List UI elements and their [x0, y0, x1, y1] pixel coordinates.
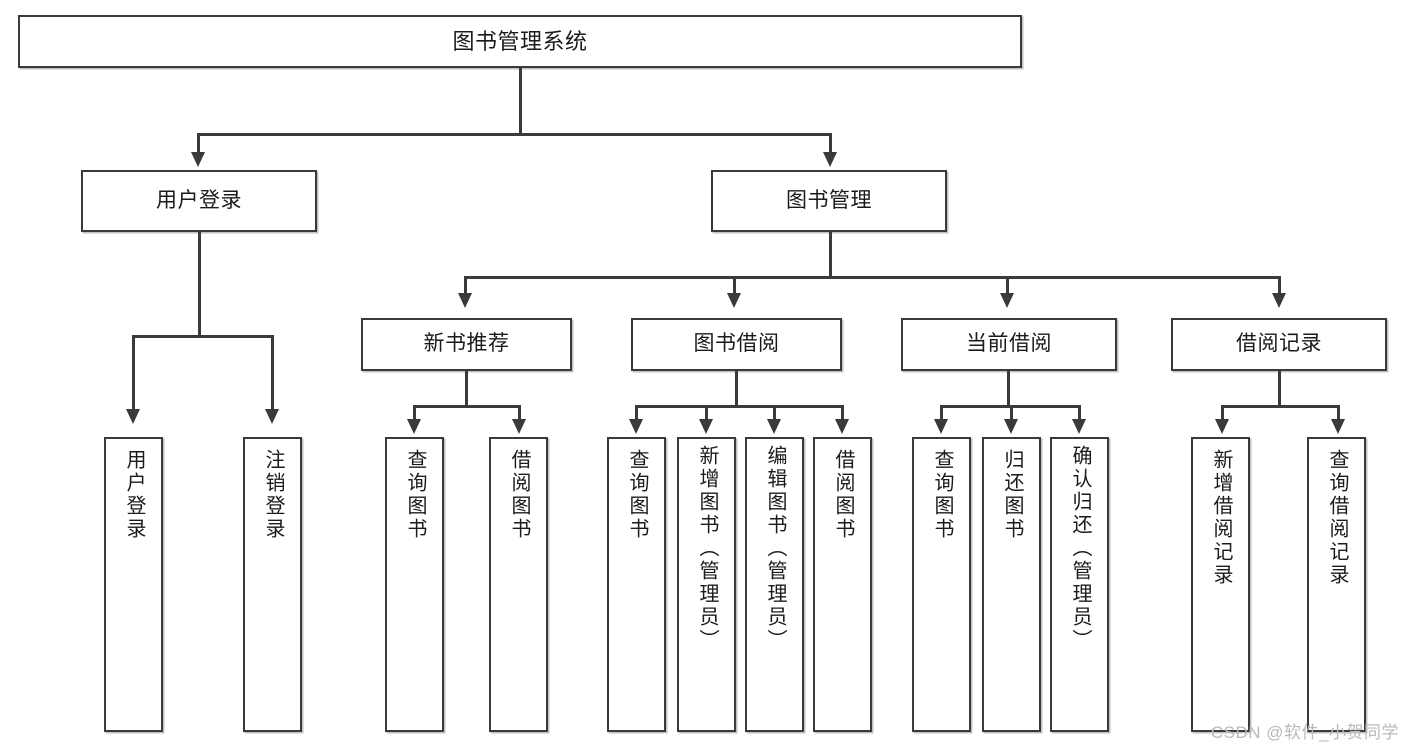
leaf-return-book[interactable]: 归还图书 [982, 437, 1041, 732]
leaf-query-borrow-record[interactable]: 查询借阅记录 [1307, 437, 1366, 732]
leaf-label: 查询图书 [404, 449, 426, 541]
node-label: 图书管理系统 [452, 28, 588, 54]
leaf-add-book-admin[interactable]: 新增图书（管理员） [677, 437, 736, 732]
leaf-logout[interactable]: 注销登录 [243, 437, 302, 732]
node-label: 图书借阅 [693, 332, 780, 356]
arrowhead-root-to-user-login [191, 152, 205, 167]
connector-new-book-stem [465, 371, 468, 407]
arrowhead-cb-to-leaf-2 [1004, 419, 1018, 434]
arrowhead-bb-to-leaf-3 [767, 419, 781, 434]
leaf-user-login[interactable]: 用户登录 [104, 437, 163, 732]
connector-bm-to-new-book [464, 276, 467, 295]
connector-new-book-bus [413, 405, 518, 408]
leaf-label: 查询图书 [626, 449, 648, 541]
connector-user-login-to-leaf-1 [132, 335, 135, 411]
connector-bb-to-leaf-2 [705, 405, 708, 421]
node-label: 图书管理 [786, 188, 872, 212]
connector-bm-to-book-borrow [733, 276, 736, 295]
leaf-label: 确认归还（管理员） [1069, 445, 1091, 652]
connector-bm-to-current-borrow [1006, 276, 1009, 295]
leaf-label: 查询图书 [931, 449, 953, 541]
connector-bb-to-leaf-4 [841, 405, 844, 421]
connector-current-borrow-stem [1007, 371, 1010, 407]
node-new-book-recommend[interactable]: 新书推荐 [361, 318, 572, 371]
arrowhead-user-login-to-leaf-2 [265, 409, 279, 424]
connector-cb-to-leaf-1 [940, 405, 943, 421]
leaf-label: 借阅图书 [832, 449, 854, 541]
connector-br-to-leaf-1 [1221, 405, 1224, 421]
leaf-borrow-book-recommend[interactable]: 借阅图书 [489, 437, 548, 732]
connector-cb-to-leaf-2 [1010, 405, 1013, 421]
connector-br-to-leaf-2 [1337, 405, 1340, 421]
connector-nb-to-leaf-2 [518, 405, 521, 421]
node-label: 用户登录 [156, 188, 242, 212]
node-borrow-record[interactable]: 借阅记录 [1171, 318, 1387, 371]
connector-bm-to-borrow-record [1278, 276, 1281, 295]
arrowhead-bb-to-leaf-4 [835, 419, 849, 434]
connector-root-to-book-management [829, 133, 832, 155]
arrowhead-nb-to-leaf-2 [512, 419, 526, 434]
node-label: 新书推荐 [423, 332, 510, 356]
arrowhead-cb-to-leaf-1 [934, 419, 948, 434]
arrowhead-root-to-book-management [823, 152, 837, 167]
leaf-confirm-return-admin[interactable]: 确认归还（管理员） [1050, 437, 1109, 732]
arrowhead-cb-to-leaf-3 [1072, 419, 1086, 434]
leaf-edit-book-admin[interactable]: 编辑图书（管理员） [745, 437, 804, 732]
leaf-label: 新增图书（管理员） [696, 445, 718, 652]
leaf-query-book-current[interactable]: 查询图书 [912, 437, 971, 732]
leaf-label: 查询借阅记录 [1326, 449, 1348, 587]
leaf-label: 注销登录 [262, 449, 284, 541]
connector-borrow-record-bus [1221, 405, 1337, 408]
connector-nb-to-leaf-1 [413, 405, 416, 421]
connector-root-bus [197, 133, 831, 136]
node-user-login[interactable]: 用户登录 [81, 170, 317, 232]
arrowhead-br-to-leaf-2 [1331, 419, 1345, 434]
leaf-borrow-book[interactable]: 借阅图书 [813, 437, 872, 732]
arrowhead-bm-to-borrow-record [1272, 293, 1286, 308]
connector-book-borrow-bus [635, 405, 843, 408]
connector-root-to-user-login [197, 133, 200, 155]
arrowhead-nb-to-leaf-1 [407, 419, 421, 434]
leaf-label: 用户登录 [123, 449, 145, 541]
leaf-label: 借阅图书 [508, 449, 530, 541]
leaf-label: 新增借阅记录 [1210, 449, 1232, 587]
arrowhead-br-to-leaf-1 [1215, 419, 1229, 434]
leaf-query-book-borrow[interactable]: 查询图书 [607, 437, 666, 732]
leaf-query-book-recommend[interactable]: 查询图书 [385, 437, 444, 732]
watermark-text: CSDN @软件_小贺同学 [1210, 723, 1399, 742]
arrowhead-bb-to-leaf-2 [699, 419, 713, 434]
connector-cb-to-leaf-3 [1078, 405, 1081, 421]
arrowhead-bb-to-leaf-1 [629, 419, 643, 434]
leaf-label: 编辑图书（管理员） [764, 445, 786, 652]
leaf-label: 归还图书 [1001, 449, 1023, 541]
connector-book-borrow-stem [735, 371, 738, 407]
connector-user-login-bus [132, 335, 271, 338]
connector-book-management-stem [829, 232, 832, 278]
node-label: 借阅记录 [1236, 332, 1322, 356]
connector-user-login-to-leaf-2 [271, 335, 274, 411]
arrowhead-user-login-to-leaf-1 [126, 409, 140, 424]
node-root-book-management-system[interactable]: 图书管理系统 [18, 15, 1022, 68]
node-current-borrow[interactable]: 当前借阅 [901, 318, 1117, 371]
connector-bb-to-leaf-3 [773, 405, 776, 421]
connector-bb-to-leaf-1 [635, 405, 638, 421]
node-book-management[interactable]: 图书管理 [711, 170, 947, 232]
arrowhead-bm-to-book-borrow [727, 293, 741, 308]
arrowhead-bm-to-current-borrow [1000, 293, 1014, 308]
arrowhead-bm-to-new-book [458, 293, 472, 308]
node-book-borrow[interactable]: 图书借阅 [631, 318, 842, 371]
connector-root-stem [519, 68, 522, 135]
leaf-add-borrow-record[interactable]: 新增借阅记录 [1191, 437, 1250, 732]
connector-borrow-record-stem [1278, 371, 1281, 407]
connector-book-management-bus [464, 276, 1280, 279]
node-label: 当前借阅 [966, 332, 1052, 356]
connector-user-login-stem [198, 232, 201, 337]
